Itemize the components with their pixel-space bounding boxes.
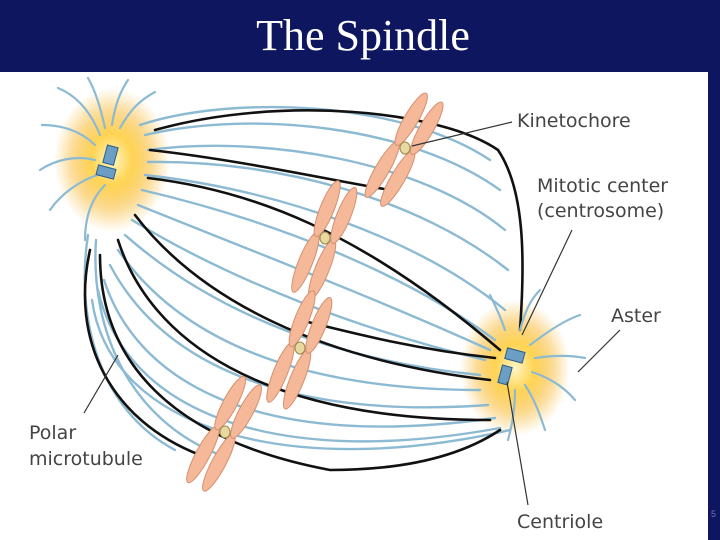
right-aster-rays — [488, 288, 587, 442]
leader-lines — [83, 121, 621, 506]
spindle-microtubules — [83, 105, 512, 457]
right-centrosome-glow — [460, 300, 570, 436]
chromosomes — [186, 92, 444, 492]
label-microtubule: microtubule — [29, 448, 143, 470]
slide-title: The Spindle — [256, 11, 470, 60]
spindle-illustration — [38, 76, 621, 506]
right-centriole-pair — [497, 347, 526, 386]
label-centrosome: (centrosome) — [537, 200, 665, 222]
slide-number: 5 — [711, 509, 717, 519]
label-kinetochore: Kinetochore — [517, 110, 631, 132]
title-bar: The Spindle — [0, 0, 720, 72]
label-mitotic-center: Mitotic center — [537, 175, 669, 197]
label-centriole: Centriole — [517, 511, 604, 533]
kinetochore-microtubules — [83, 109, 524, 472]
spindle-diagram: Kinetochore Mitotic center (centrosome) … — [0, 72, 708, 540]
left-aster-rays — [38, 76, 157, 242]
left-centriole-pair — [95, 144, 119, 180]
kinetochores — [219, 141, 411, 439]
label-aster: Aster — [611, 305, 661, 327]
label-polar: Polar — [29, 422, 77, 444]
